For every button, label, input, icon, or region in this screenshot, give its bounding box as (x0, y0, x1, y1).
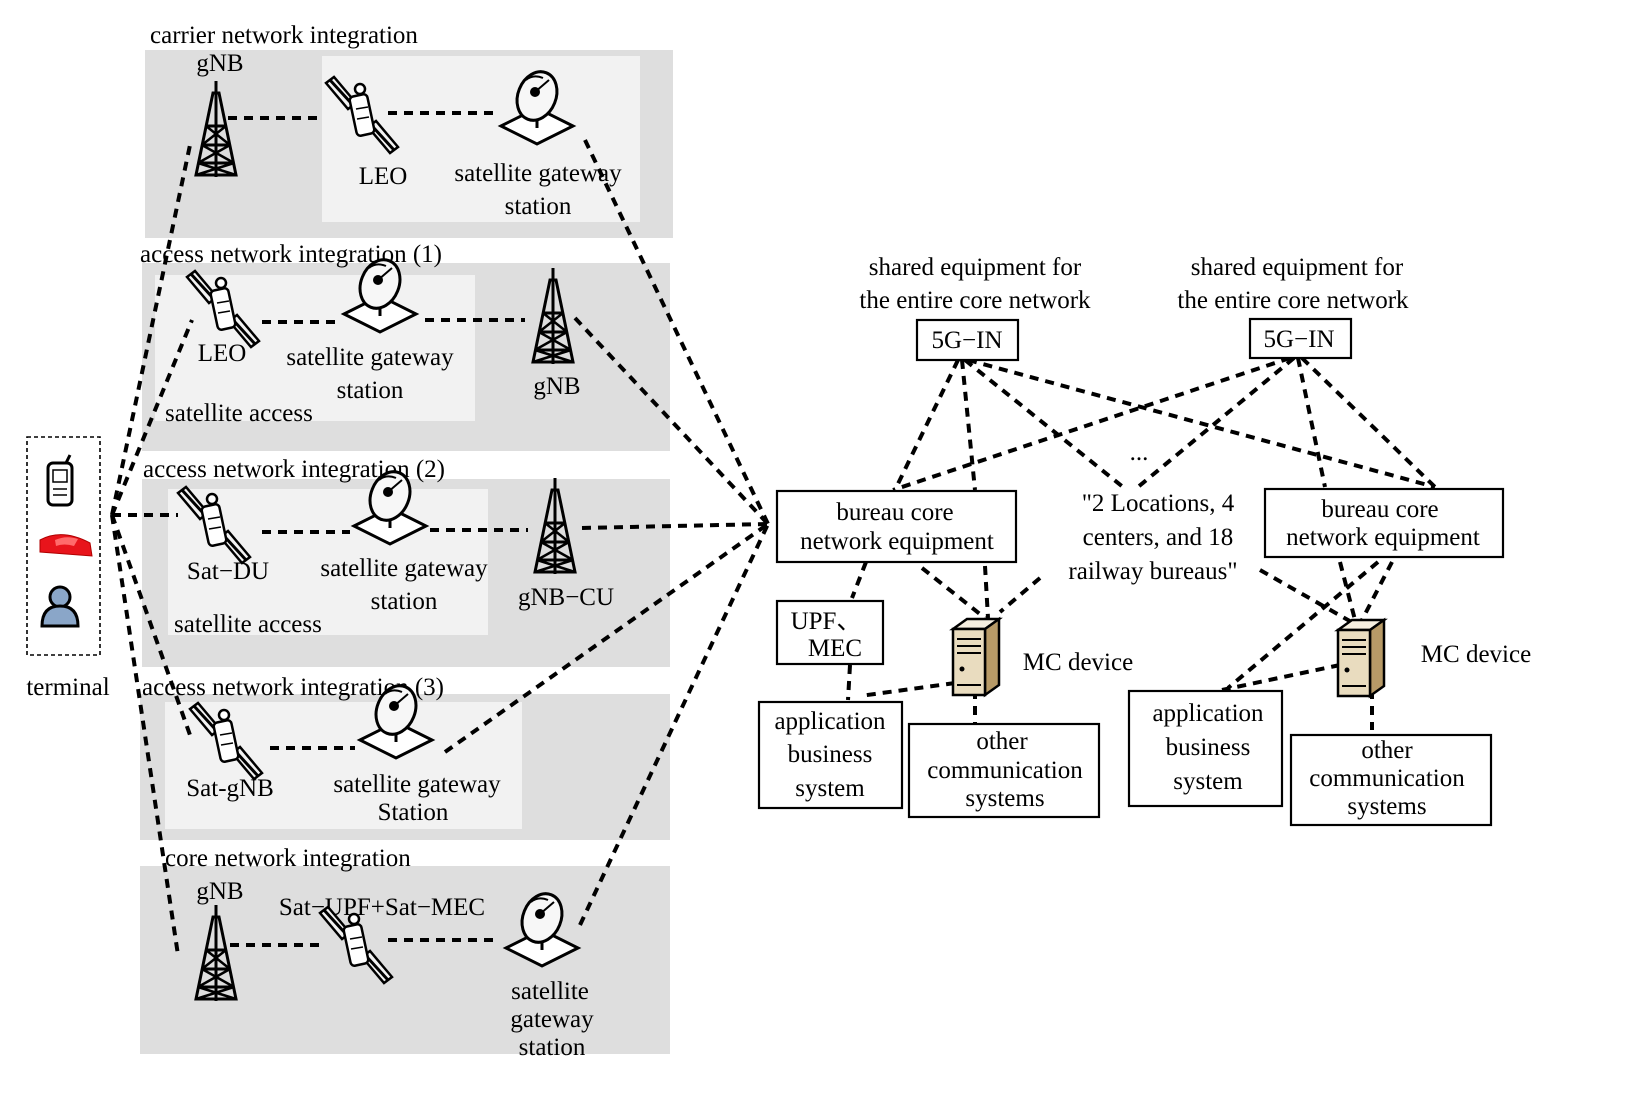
access1-satellite-access-label: satellite access (165, 400, 313, 427)
app-business-right-1: application (1152, 700, 1264, 727)
access2-satellite-access-label: satellite access (174, 611, 322, 638)
link-access3-to-core (443, 522, 770, 754)
core-gateway-label-1: satellite (511, 978, 589, 1005)
other-comm-right-1: other (1361, 737, 1413, 764)
other-comm-left-1: other (976, 728, 1028, 755)
access3-gateway-label-1: satellite gateway (333, 771, 501, 798)
shared-label-right-1: shared equipment for (1191, 254, 1404, 281)
quote-line-1: "2 Locations, 4 (1082, 490, 1235, 517)
mc-device-left-label: MC device (1023, 649, 1133, 676)
bureau-core-box-right (1263, 487, 1505, 559)
right-connections (846, 356, 1437, 730)
quote-line-2: centers, and 18 (1083, 524, 1234, 551)
other-comm-right-3: systems (1347, 793, 1426, 820)
link-terminal-access1 (110, 319, 194, 516)
core-gateway-label-3: station (519, 1034, 586, 1061)
carrier-gateway-label-2: station (505, 193, 572, 220)
upf-mec-label-1: UPF、 (791, 608, 862, 635)
link-terminal-access3 (110, 514, 192, 736)
other-comm-box-right (1289, 733, 1493, 827)
access1-title: access network integration (1) (140, 241, 442, 268)
other-comm-left-3: systems (965, 785, 1044, 812)
upf-mec-box (775, 599, 885, 666)
carrier-gateway-label-1: satellite gateway (454, 160, 622, 187)
app-business-left-3: system (795, 775, 865, 802)
5g-in-label-right: 5G−IN (1263, 326, 1334, 353)
bureau-core-left-1: bureau core (836, 499, 953, 526)
upf-mec-label-2: MEC (808, 635, 862, 662)
carrier-title: carrier network integration (150, 22, 418, 49)
carrier-subpanel (322, 56, 640, 222)
5g-in-label-left: 5G−IN (931, 327, 1002, 354)
app-business-left-1: application (774, 708, 886, 735)
app-business-right-2: business (1166, 734, 1251, 761)
other-comm-left-2: communication (927, 757, 1083, 784)
shared-label-left-2: the entire core network (859, 287, 1091, 314)
link-core-to-core (578, 523, 770, 926)
core-gnb-label: gNB (196, 878, 243, 905)
bureau-core-right-1: bureau core (1321, 496, 1438, 523)
access2-gnbcu-label: gNB−CU (518, 584, 614, 611)
mc-device-left-server-icon (951, 617, 1001, 697)
app-business-box-right (1127, 689, 1284, 808)
shared-label-right-2: the entire core network (1177, 287, 1409, 314)
access1-leo-label: LEO (198, 340, 247, 367)
core-gateway-label-2: gateway (510, 1006, 594, 1033)
access2-gateway-label-1: satellite gateway (320, 555, 488, 582)
mc-device-right-label: MC device (1421, 641, 1531, 668)
carrier-gnb-label: gNB (196, 50, 243, 77)
access2-gateway-label-2: station (371, 588, 438, 615)
ellipsis-label: ... (1130, 439, 1149, 466)
app-business-box-left (757, 700, 904, 810)
access2-satdu-label: Sat−DU (187, 558, 269, 585)
mc-device-right-server-icon (1336, 618, 1386, 698)
core-title: core network integration (165, 845, 411, 872)
carrier-leo-label: LEO (359, 163, 408, 190)
access3-satgnb-label: Sat-gNB (186, 775, 274, 802)
user-icon (40, 585, 80, 628)
shared-label-left-1: shared equipment for (869, 254, 1082, 281)
link-terminal-core (110, 514, 180, 956)
bureau-core-box-left (775, 489, 1018, 564)
access3-gateway-label-2: Station (378, 799, 449, 826)
5g-in-box-left (915, 318, 1020, 362)
5g-in-box-right (1248, 317, 1353, 360)
other-comm-box-left (907, 722, 1101, 819)
app-business-right-3: system (1173, 768, 1243, 795)
high-speed-train-icon (39, 534, 93, 557)
other-comm-right-2: communication (1309, 765, 1465, 792)
access1-gnb-label: gNB (533, 373, 580, 400)
quote-line-3: railway bureaus" (1068, 558, 1237, 585)
network-integration-diagram: terminal carrier network integration gNB… (26, 22, 1531, 1061)
bureau-core-left-2: network equipment (800, 528, 994, 555)
access1-gateway-label-2: station (337, 377, 404, 404)
left-connections (110, 111, 770, 956)
terminal-label: terminal (26, 674, 109, 701)
app-business-left-2: business (788, 741, 873, 768)
mobile-phone-icon (46, 454, 74, 507)
link-carrier-to-core (583, 139, 770, 525)
bureau-core-right-2: network equipment (1286, 524, 1480, 551)
core-satupf-label: Sat−UPF+Sat−MEC (279, 894, 485, 921)
access1-gateway-label-1: satellite gateway (286, 344, 454, 371)
